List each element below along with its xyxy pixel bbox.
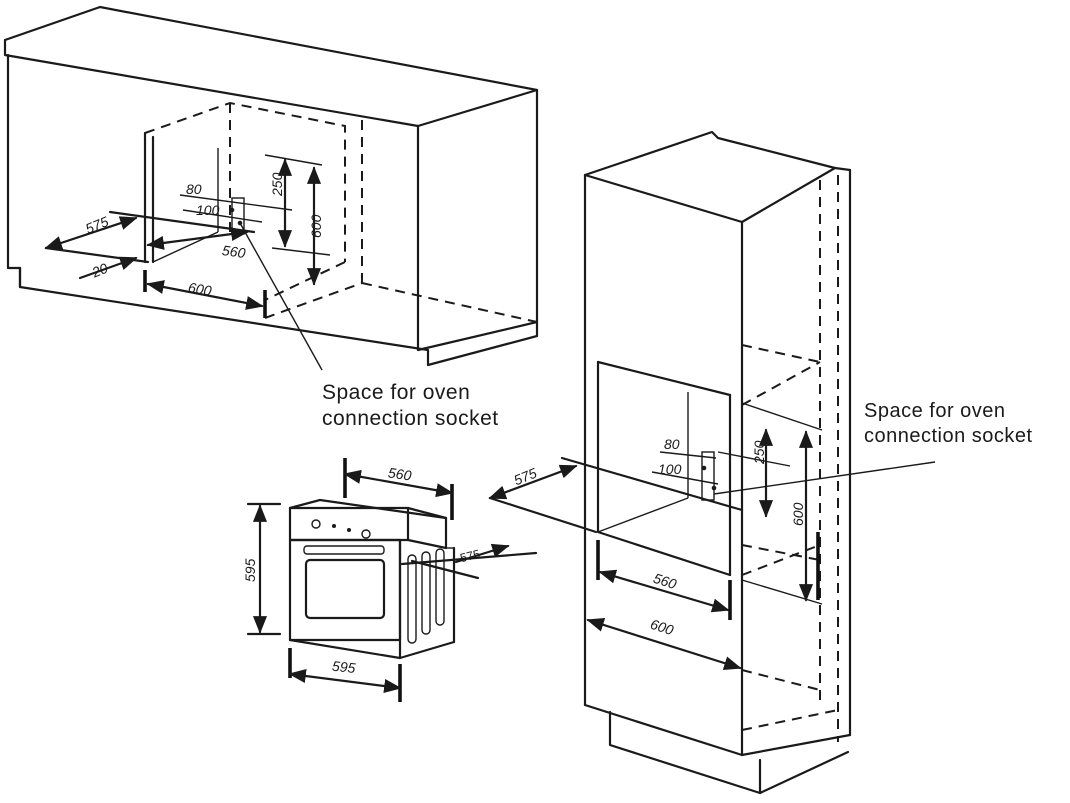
under-counter-cabinet: 575 20 80 100 560 600 250 600 [3, 5, 539, 371]
dim-250-tall: 250 [751, 440, 767, 465]
dim-600w-tall: 600 [648, 616, 675, 639]
dim-100-uc: 100 [196, 202, 220, 218]
dim-595h-oven: 595 [242, 558, 258, 582]
dim-560-tall: 560 [651, 570, 678, 593]
dim-560-oven: 560 [387, 464, 413, 483]
oven: 560 595 595 575 [242, 458, 538, 702]
dim-575-oven: 575 [459, 547, 482, 566]
dim-80-tall: 80 [664, 436, 680, 452]
socket-callout-left-1: Space for oven [322, 381, 470, 404]
tall-housing-unit: 575 80 100 250 600 560 600 [488, 130, 936, 795]
socket-callout-right-1: Space for oven [864, 400, 1006, 422]
socket-callout-right-2: connection socket [864, 425, 1033, 447]
dim-575-tall: 575 [511, 465, 539, 489]
socket-callout-left-2: connection socket [322, 407, 499, 430]
dim-560-uc: 560 [221, 242, 247, 261]
dim-250-uc: 250 [269, 172, 285, 197]
dim-600w-uc: 600 [187, 279, 213, 299]
dim-595w-oven: 595 [331, 658, 356, 676]
dim-100-tall: 100 [658, 461, 682, 477]
dim-80-uc: 80 [186, 181, 202, 197]
dim-600h-tall: 600 [790, 502, 806, 526]
dim-20-uc: 20 [89, 260, 111, 281]
dim-575-uc: 575 [83, 213, 111, 237]
dim-600h-uc: 600 [308, 214, 324, 238]
